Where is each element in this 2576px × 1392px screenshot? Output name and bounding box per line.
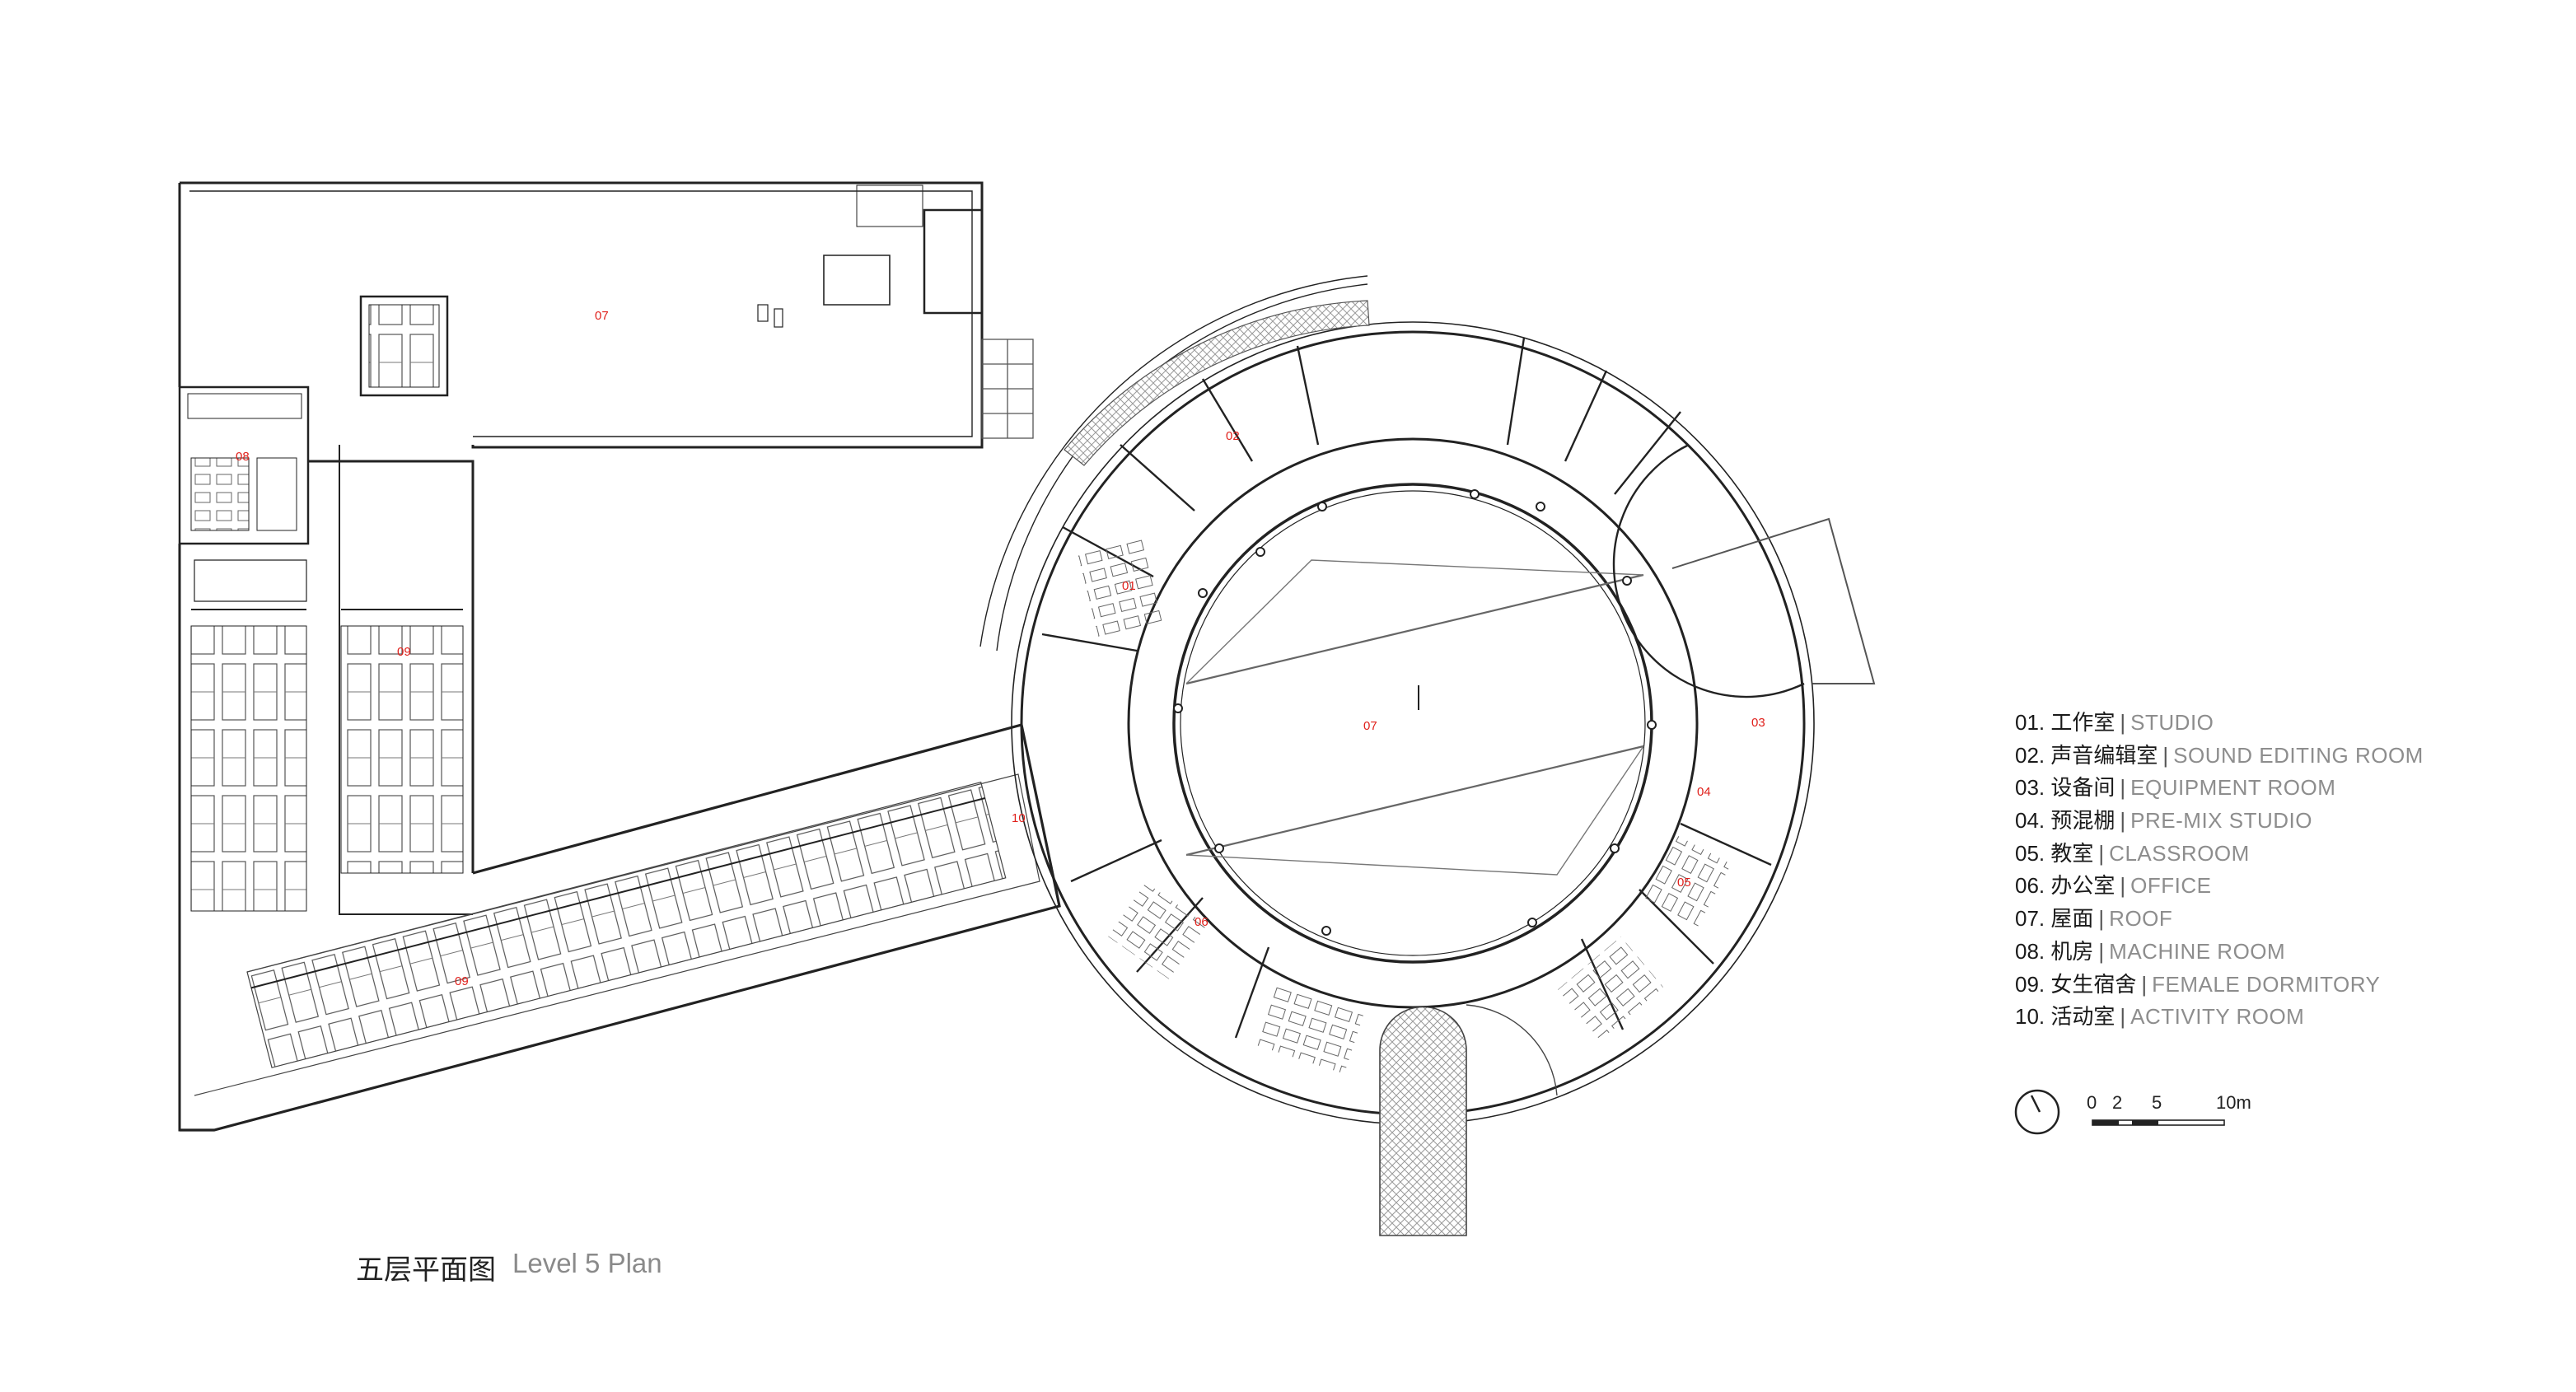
legend-separator: | — [2120, 1004, 2126, 1030]
legend-zh: 预混棚 — [2050, 808, 2115, 834]
legend-zh: 办公室 — [2050, 873, 2115, 899]
legend-en: FEMALE DORMITORY — [2152, 971, 2381, 997]
scale-label: 10m — [2216, 1092, 2251, 1113]
room-tag: 02 — [1226, 429, 1240, 443]
legend-separator: | — [2098, 840, 2105, 866]
legend-num: 10. — [2015, 1004, 2045, 1030]
legend-item: 10. 活动室|ACTIVITY ROOM — [2015, 1001, 2476, 1034]
legend-zh: 设备间 — [2050, 775, 2115, 801]
drawing-title-en: Level 5 Plan — [512, 1248, 662, 1278]
legend-en: EQUIPMENT ROOM — [2130, 775, 2336, 801]
room-tag: 07 — [595, 309, 609, 323]
legend-num: 04. — [2015, 808, 2045, 834]
legend-zh: 活动室 — [2050, 1004, 2115, 1030]
legend-separator: | — [2141, 971, 2148, 997]
legend-num: 05. — [2015, 840, 2045, 866]
legend-num: 06. — [2015, 873, 2045, 899]
legend-item: 08. 机房|MACHINE ROOM — [2015, 936, 2476, 969]
circular-building — [979, 275, 1815, 1125]
legend-zh: 工作室 — [2050, 710, 2115, 735]
legend-item: 07. 屋面|ROOF — [2015, 903, 2476, 936]
legend-item: 04. 预混棚|PRE-MIX STUDIO — [2015, 805, 2476, 838]
legend-zh: 教室 — [2050, 840, 2094, 866]
legend-separator: | — [2098, 938, 2105, 964]
legend-item: 05. 教室|CLASSROOM — [2015, 838, 2476, 871]
room-tag: 09 — [397, 645, 411, 659]
legend-en: CLASSROOM — [2109, 840, 2250, 866]
legend-separator: | — [2098, 906, 2105, 932]
legend-separator: | — [2120, 873, 2126, 899]
legend-en: STUDIO — [2130, 710, 2214, 735]
legend-zh: 机房 — [2050, 938, 2094, 964]
scale-label: 0 — [2087, 1092, 2097, 1113]
east-canopy — [1612, 443, 1876, 698]
legend-num: 09. — [2015, 971, 2045, 997]
drawing-title-zh: 五层平面图 — [356, 1254, 496, 1287]
legend-zh: 女生宿舍 — [2050, 971, 2137, 997]
room-tag: 09 — [455, 974, 469, 988]
room-tag: 10 — [1012, 811, 1026, 825]
legend-item: 09. 女生宿舍|FEMALE DORMITORY — [2015, 969, 2476, 1002]
room-legend: 01. 工作室|STUDIO 02. 声音编辑室|SOUND EDITING R… — [2015, 707, 2476, 1034]
room-tag: 03 — [1751, 716, 1765, 730]
room-tag: 01 — [1122, 579, 1136, 593]
legend-separator: | — [2162, 742, 2169, 768]
legend-zh: 屋面 — [2050, 906, 2094, 932]
legend-num: 07. — [2015, 906, 2045, 932]
legend-num: 03. — [2015, 775, 2045, 801]
room-tag: 07 — [1363, 719, 1377, 733]
legend-en: PRE-MIX STUDIO — [2130, 808, 2312, 834]
scale-label: 5 — [2152, 1092, 2162, 1113]
room-tag: 04 — [1697, 785, 1711, 799]
roof-block — [178, 181, 984, 449]
legend-en: SOUND EDITING ROOM — [2173, 742, 2424, 768]
legend-zh: 声音编辑室 — [2050, 742, 2158, 768]
legend-en: ACTIVITY ROOM — [2130, 1004, 2305, 1030]
legend-item: 06. 办公室|OFFICE — [2015, 870, 2476, 903]
legend-separator: | — [2120, 775, 2126, 801]
room-tag: 05 — [1677, 876, 1691, 890]
scale-bar-icon — [2092, 1119, 2225, 1126]
legend-num: 08. — [2015, 938, 2045, 964]
room-tag: 06 — [1194, 915, 1209, 929]
legend-item: 01. 工作室|STUDIO — [2015, 707, 2476, 740]
legend-en: OFFICE — [2130, 873, 2212, 899]
legend-num: 02. — [2015, 742, 2045, 768]
dormitory-diagonal-wing — [180, 723, 1061, 1132]
roof-grid — [981, 339, 1034, 439]
legend-en: MACHINE ROOM — [2109, 938, 2286, 964]
room-tag: 08 — [236, 450, 250, 464]
scale-label: 2 — [2112, 1092, 2123, 1113]
legend-item: 03. 设备间|EQUIPMENT ROOM — [2015, 772, 2476, 805]
facade-screen-band — [1064, 300, 1370, 466]
legend-en: ROOF — [2109, 906, 2173, 932]
machine-room — [178, 385, 310, 545]
legend-num: 01. — [2015, 710, 2045, 735]
dormitory-west-wing — [178, 445, 475, 1132]
legend-separator: | — [2120, 710, 2126, 735]
legend-separator: | — [2120, 808, 2126, 834]
room-tags: 07 08 09 09 10 02 01 07 03 04 05 06 — [236, 309, 1765, 988]
classroom-furniture — [1077, 536, 1732, 1074]
south-entrance — [1379, 1004, 1558, 1236]
legend-item: 02. 声音编辑室|SOUND EDITING ROOM — [2015, 740, 2476, 773]
north-arrow-icon — [2014, 1089, 2060, 1135]
